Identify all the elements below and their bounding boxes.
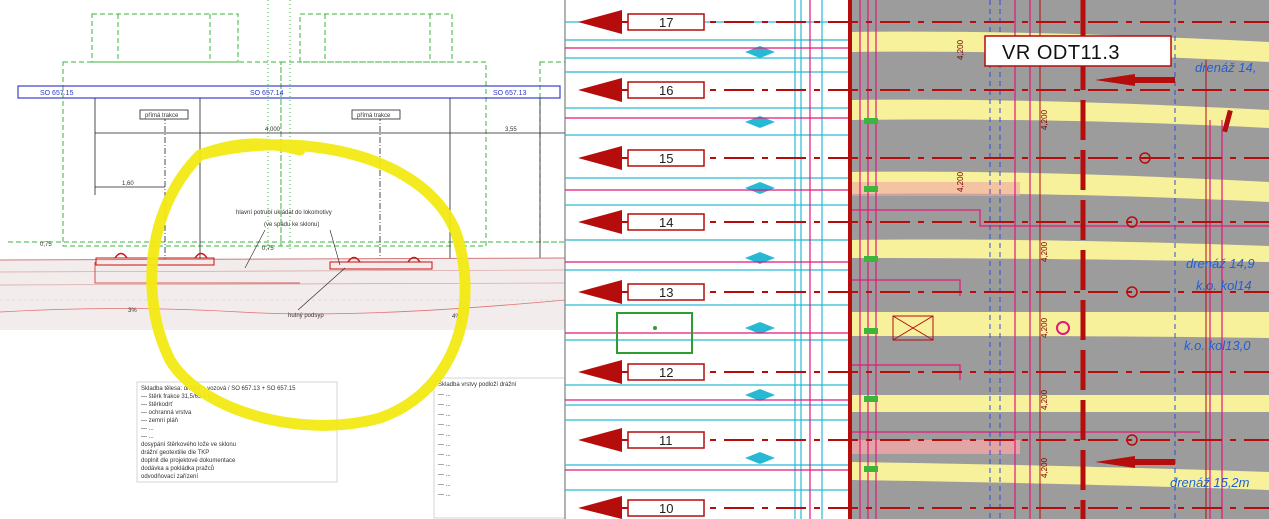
table-a-line: — ... — [141, 426, 154, 432]
track-lines — [620, 0, 1269, 519]
table-a-line: — štěrkodrť — [141, 402, 173, 408]
track-number-15: 15 — [627, 149, 705, 167]
dim-label-d: 0,75 — [40, 242, 52, 248]
table-b-line: — ... — [438, 442, 451, 448]
track-number-16: 16 — [627, 81, 705, 99]
table-a-line: — ... — [141, 434, 154, 440]
vdim: 4,200 — [1040, 389, 1049, 410]
table-a-line: — ochranná vrstva — [141, 410, 192, 416]
vdim: 4,200 — [1040, 457, 1049, 478]
track-number-13: 13 — [627, 283, 705, 301]
table-b-line: — ... — [438, 492, 451, 498]
track-number-14: 14 — [627, 213, 705, 231]
table-b-line: — ... — [438, 452, 451, 458]
cyan-arrows — [745, 46, 775, 464]
drainage-label: k.o. kol14 — [1196, 278, 1252, 293]
dim-label-e: 0,75 — [262, 246, 274, 252]
vdim: 4,200 — [956, 39, 965, 60]
dim-label-a: 4,000 — [265, 127, 281, 133]
track-number-12: 12 — [627, 363, 705, 381]
blue-dashed — [989, 0, 1176, 519]
vdim: 4,200 — [1040, 109, 1049, 130]
sign-label-c: SO 657.13 — [493, 90, 527, 97]
vdim: 4,200 — [956, 171, 965, 192]
junction-markers — [864, 118, 878, 472]
green-outline-box — [616, 312, 693, 354]
sign-label-a: SO 657.15 — [40, 90, 74, 97]
section-title-box: VR ODT11.3 — [984, 35, 1172, 67]
table-a-line: Skladba tělesa: drážní + vozová / SO 657… — [141, 386, 296, 392]
vdim: 4,200 — [1040, 241, 1049, 262]
dim-label-b: 3,55 — [505, 127, 517, 133]
drainage-label: drenáž 14,9 — [1186, 256, 1255, 271]
table-b-line: — ... — [438, 392, 451, 398]
drainage-label: drenáž 15,2m — [1170, 475, 1250, 490]
rail-sleeper-b — [329, 256, 433, 270]
highlight-circle — [146, 138, 471, 431]
table-b-line: — ... — [438, 412, 451, 418]
table-a-line: dosypání štěrkového lože ve sklonu — [141, 442, 236, 448]
slope-label-a: 3% — [128, 308, 137, 314]
table-b-line: — ... — [438, 462, 451, 468]
signage-band: SO 657.15 SO 657.14 SO 657.13 — [17, 85, 561, 99]
table-b-line: — ... — [438, 482, 451, 488]
track-number-10: 10 — [627, 499, 705, 517]
drainage-label: drenáž 14, — [1195, 60, 1256, 75]
track-box-b: přímá trakce — [351, 109, 401, 120]
track-box-b-label: přímá trakce — [357, 113, 391, 119]
track-box-a: přímá trakce — [139, 109, 189, 120]
composition-table-b: Skladba vrstvy podloží drážní — ... — ..… — [433, 377, 566, 519]
table-b-line: — ... — [438, 472, 451, 478]
track-number-15-label: 15 — [659, 151, 673, 166]
table-b-line: — ... — [438, 402, 451, 408]
embankment-layers — [0, 257, 566, 330]
drainage-label: k.o. kol13,0 — [1184, 338, 1251, 353]
track-number-13-label: 13 — [659, 285, 673, 300]
vdim: 4,200 — [1040, 317, 1049, 338]
track-number-10-label: 10 — [659, 501, 673, 516]
table-a-line: doplnit dle projektové dokumentace — [141, 458, 236, 464]
note-a: hlavní potrubí ukládat do lokomotivy — [236, 210, 332, 216]
slope-label-b: 4% — [452, 314, 461, 320]
right-track-plan: 17 16 15 14 13 12 — [564, 0, 1269, 519]
section-title: VR ODT11.3 — [1002, 42, 1120, 64]
track-number-17-label: 17 — [659, 15, 673, 30]
track-number-16-label: 16 — [659, 83, 673, 98]
table-a-line: odvodňovací zařízení — [141, 474, 198, 480]
table-b-line: — ... — [438, 422, 451, 428]
dim-label-c: 1,60 — [122, 181, 134, 187]
vertical-dims: 4,200 4,200 4,200 4,200 4,200 4,200 4,20… — [956, 39, 1049, 478]
track-number-14-label: 14 — [659, 215, 673, 230]
pink-lines — [565, 0, 1269, 519]
table-a-line: dodávka a pokládka pražců — [141, 465, 214, 472]
track-number-11: 11 — [627, 431, 705, 449]
equipment-symbol — [892, 152, 1151, 446]
composition-table-a: Skladba tělesa: drážní + vozová / SO 657… — [136, 381, 338, 483]
track-number-12-label: 12 — [659, 365, 673, 380]
table-a-line: — štěrk frakce 31,5/63 v tl. — [141, 394, 213, 400]
table-a-line: drážní geotextilie dle TKP — [141, 450, 209, 456]
left-cross-section: SO 657.15 SO 657.14 SO 657.13 4,000 3,55… — [0, 0, 571, 519]
note-b: (ve spádu ke sklonu) — [264, 222, 319, 228]
table-a-line: — zemní pláň — [141, 418, 178, 424]
sign-label-b: SO 657.14 — [250, 90, 284, 97]
table-b-line: — ... — [438, 432, 451, 438]
track-number-17: 17 — [627, 13, 705, 31]
table-b-line: Skladba vrstvy podloží drážní — [438, 382, 517, 388]
track-number-11-label: 11 — [659, 433, 673, 448]
track-box-a-label: přímá trakce — [145, 113, 179, 119]
track-arrows — [578, 10, 1233, 519]
note-c: hutný podsyp — [288, 313, 324, 319]
